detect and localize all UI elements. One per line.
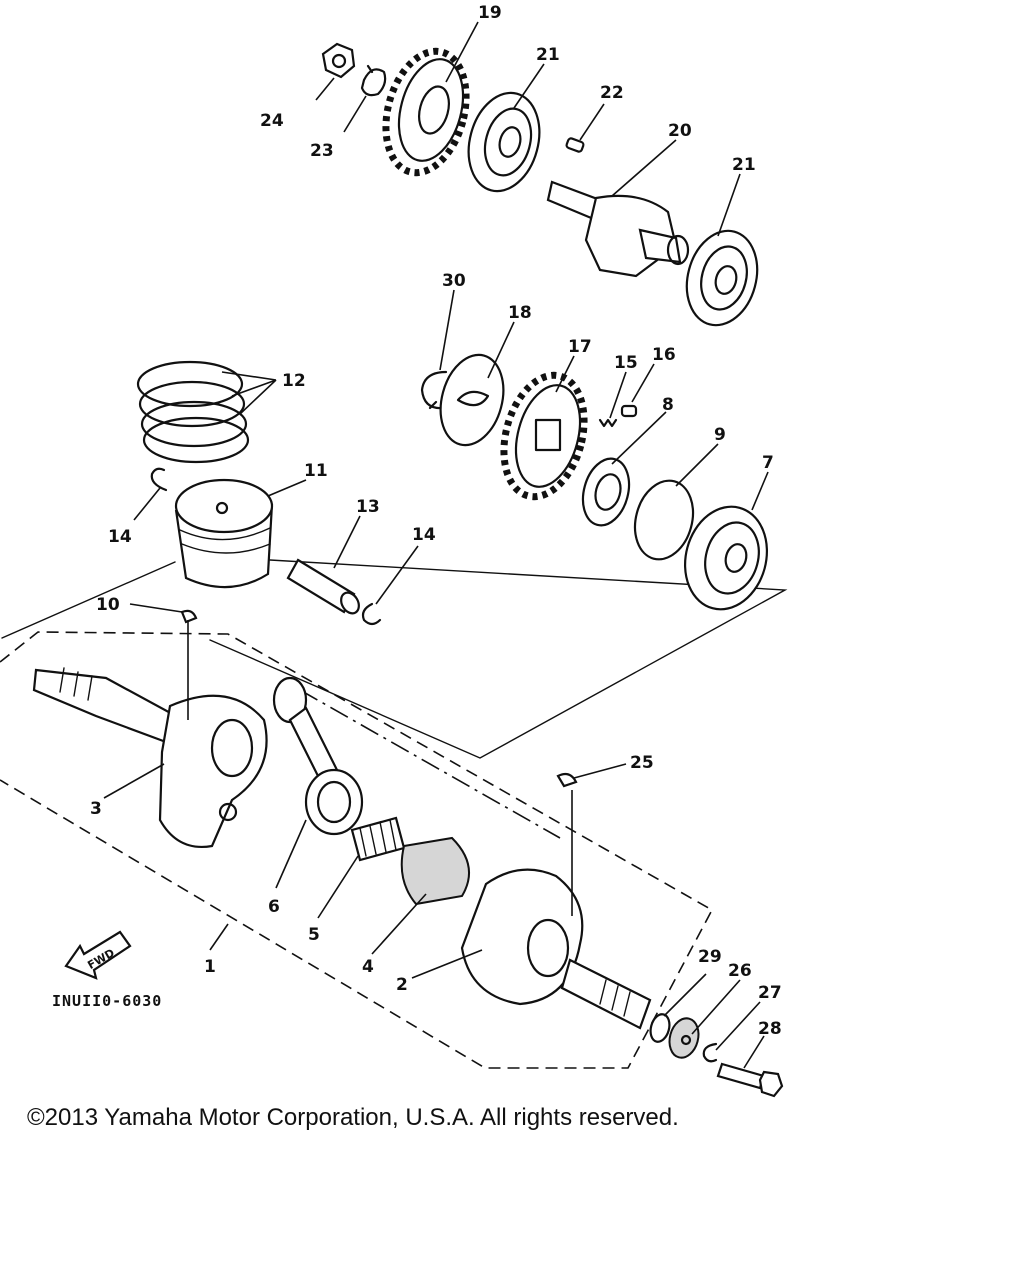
- callout-26: 26: [728, 961, 752, 981]
- callout-14-right: 14: [412, 525, 436, 545]
- figure-code: INUII0-6030: [52, 992, 162, 1010]
- shim-part: [633, 479, 695, 561]
- spring-part: [598, 418, 618, 428]
- washer-part: [668, 1017, 700, 1059]
- leader-lines: [103, 21, 769, 1069]
- piston-part: [174, 478, 274, 589]
- lock-washer-part: [360, 64, 387, 97]
- callout-29: 29: [698, 947, 722, 967]
- callout-3: 3: [90, 799, 102, 819]
- connecting-rod-part: [272, 676, 364, 836]
- crank-key-left-part: [180, 609, 198, 624]
- callout-17: 17: [568, 337, 592, 357]
- callout-9: 9: [714, 425, 726, 445]
- callout-22: 22: [600, 83, 624, 103]
- callout-21-top: 21: [536, 45, 560, 65]
- callout-14-left: 14: [108, 527, 132, 547]
- callout-10: 10: [96, 595, 120, 615]
- callout-11: 11: [304, 461, 328, 481]
- piston-group-outline: [1, 559, 788, 759]
- callout-8: 8: [662, 395, 674, 415]
- balancer-driven-gear-part: [500, 371, 588, 501]
- crank-assembly-dashed-outline: [0, 631, 714, 1069]
- primary-drive-gear-part: [382, 47, 470, 177]
- callout-16: 16: [652, 345, 676, 365]
- callout-18: 18: [508, 303, 532, 323]
- callout-28: 28: [758, 1019, 782, 1039]
- circlip-30-part: [420, 370, 448, 410]
- callout-23: 23: [310, 141, 334, 161]
- balancer-shaft-part: [546, 180, 690, 278]
- callout-1: 1: [204, 957, 216, 977]
- callout-12: 12: [282, 371, 306, 391]
- bearing-right-part: [685, 229, 759, 327]
- callout-24: 24: [260, 111, 284, 131]
- circlip-right-part: [361, 602, 382, 626]
- callout-19: 19: [478, 3, 502, 23]
- callout-4: 4: [362, 957, 374, 977]
- callout-13: 13: [356, 497, 380, 517]
- spring-washer-part: [702, 1042, 718, 1063]
- callout-2: 2: [396, 975, 408, 995]
- crank-half-left-part: [32, 667, 268, 848]
- needle-bearing-part: [350, 816, 406, 862]
- callout-labels: 1 2 3 4 5 6 7 8 9 10 11 12 13 14 14 15 1…: [90, 3, 782, 1039]
- callout-21-right: 21: [732, 155, 756, 175]
- callout-5: 5: [308, 925, 320, 945]
- callout-7: 7: [762, 453, 774, 473]
- bearing-top-part: [467, 91, 541, 193]
- o-ring-part: [649, 1013, 671, 1043]
- crankshaft-exploded-diagram: FWD INUII0-6030: [0, 3, 788, 1098]
- callout-6: 6: [268, 897, 280, 917]
- circlip-left-part: [150, 467, 168, 492]
- nut-part: [321, 42, 356, 79]
- crank-pin-part: [400, 836, 470, 906]
- woodruff-key-part: [565, 137, 585, 153]
- main-bearing-part: [683, 505, 769, 611]
- callout-27: 27: [758, 983, 782, 1003]
- callout-20: 20: [668, 121, 692, 141]
- bolt-part: [716, 1062, 784, 1098]
- crank-half-right-part: [460, 868, 652, 1030]
- crank-key-right-part: [556, 772, 578, 788]
- crank-assembly-dashdot-line: [299, 689, 561, 839]
- piston-pin-part: [286, 558, 360, 615]
- plate-washer-part: [439, 353, 505, 447]
- piston-rings-part: [136, 360, 250, 464]
- callout-25: 25: [630, 753, 654, 773]
- callout-30: 30: [442, 271, 466, 291]
- copyright-notice: ©2013 Yamaha Motor Corporation, U.S.A. A…: [27, 1104, 679, 1131]
- fwd-arrow-icon: FWD: [64, 930, 132, 980]
- collar-part: [581, 457, 631, 527]
- pin-part: [620, 404, 638, 418]
- callout-15: 15: [614, 353, 638, 373]
